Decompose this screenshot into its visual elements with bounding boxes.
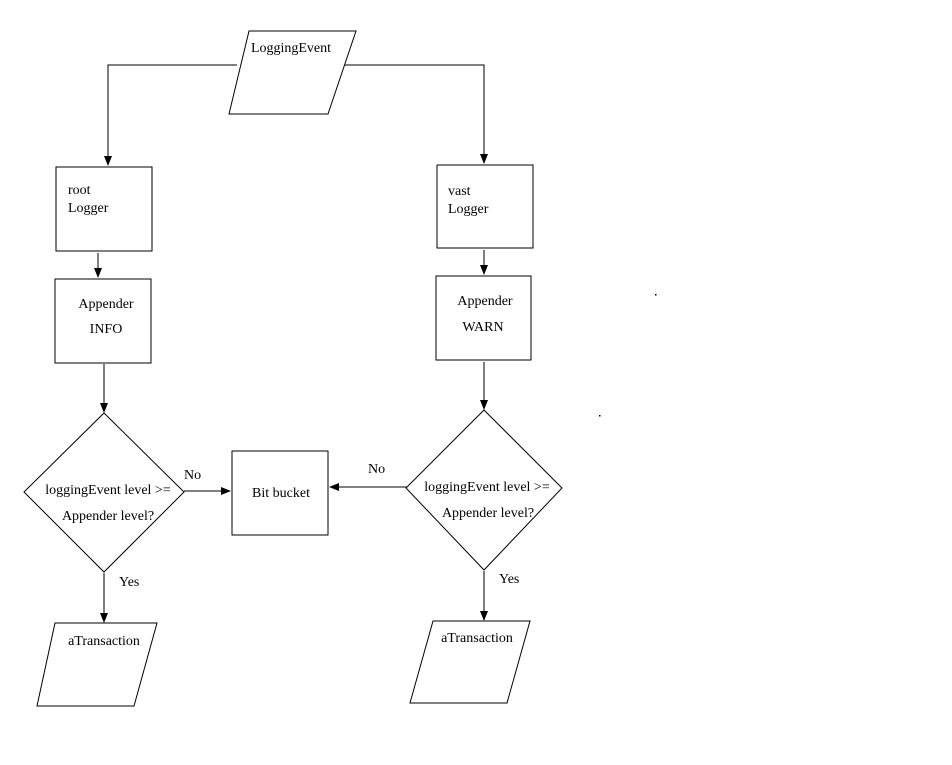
warn-appender-label-line1: Appender — [457, 294, 513, 309]
left-transaction-label: aTransaction — [68, 634, 140, 649]
right-transaction-node: aTransaction — [409, 620, 531, 704]
connector-event-to-vast-logger — [342, 64, 488, 164]
left-yes-label: Yes — [119, 575, 139, 590]
warn-appender-node: Appender WARN — [435, 275, 532, 361]
warn-appender-label-line2: WARN — [462, 320, 503, 335]
bit-bucket-node: Bit bucket — [231, 450, 329, 536]
connector-event-to-root-logger — [104, 64, 237, 166]
vast-logger-node: vast Logger — [436, 164, 534, 249]
vast-logger-label-line1: vast — [448, 184, 471, 199]
logging-event-label: LoggingEvent — [251, 41, 331, 56]
stray-dot — [655, 294, 657, 296]
right-transaction-label: aTransaction — [441, 631, 513, 646]
right-decision-node: loggingEvent level >= Appender level? — [405, 409, 563, 571]
info-appender-label-line2: INFO — [90, 322, 123, 337]
info-appender-label-line1: Appender — [78, 297, 134, 312]
left-no-label: No — [184, 468, 201, 483]
left-decision-node: loggingEvent level >= Appender level? — [23, 412, 185, 573]
vast-logger-label-line2: Logger — [448, 202, 489, 217]
root-logger-node: root Logger — [55, 166, 153, 252]
left-decision-label-line1: loggingEvent level >= — [45, 483, 171, 498]
info-appender-node: Appender INFO — [54, 278, 152, 364]
left-decision-label-line2: Appender level? — [62, 509, 154, 524]
left-transaction-node: aTransaction — [36, 622, 158, 707]
logging-event-node: LoggingEvent — [228, 30, 357, 115]
right-decision-label-line2: Appender level? — [442, 506, 534, 521]
right-no-label: No — [368, 462, 385, 477]
stray-dot — [599, 415, 601, 417]
right-decision-label-line1: loggingEvent level >= — [424, 480, 550, 495]
bit-bucket-label: Bit bucket — [252, 486, 310, 501]
right-yes-label: Yes — [499, 572, 519, 587]
root-logger-label-line1: root — [68, 183, 91, 198]
root-logger-label-line2: Logger — [68, 201, 109, 216]
